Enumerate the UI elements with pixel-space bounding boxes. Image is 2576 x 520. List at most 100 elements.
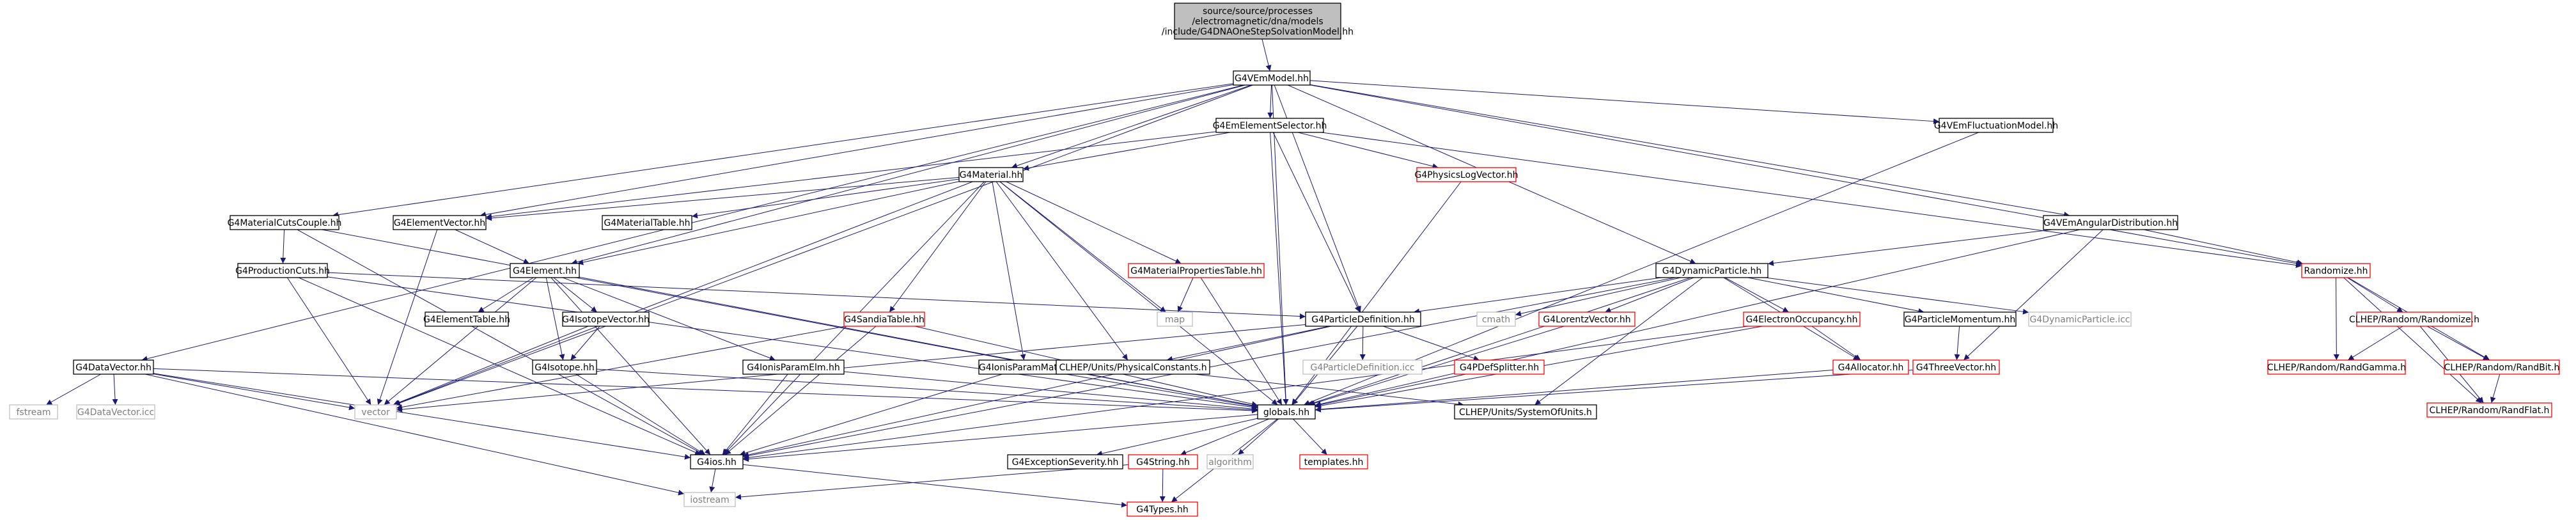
- node-label: G4DataVector.hh: [75, 363, 152, 373]
- edge-material-to-ionisparammat: [992, 181, 1026, 361]
- node-templates[interactable]: templates.hh: [1299, 454, 1368, 469]
- edge-globals-to-templates: [1293, 418, 1327, 455]
- node-datavector[interactable]: G4DataVector.hh: [73, 359, 154, 375]
- node-g4string[interactable]: G4String.hh: [1128, 454, 1198, 469]
- node-box: [1299, 454, 1368, 469]
- node-vemmodel[interactable]: G4VEmModel.hh: [1233, 70, 1311, 86]
- node-allocator[interactable]: G4Allocator.hh: [1832, 359, 1909, 375]
- node-box: [1302, 359, 1423, 375]
- node-physconst[interactable]: CLHEP/Units/PhysicalConstants.h: [1056, 359, 1210, 375]
- node-ionisparammat[interactable]: G4IonisParamMat.hh: [978, 359, 1072, 375]
- node-label: G4LorentzVector.hh: [1543, 315, 1630, 325]
- edge-pdefsplitter-to-globals: [1315, 374, 1466, 408]
- node-box: [1257, 404, 1316, 420]
- node-label: source/source/processes: [1203, 6, 1313, 17]
- edge-dynpart-to-electronocc: [1724, 277, 1789, 313]
- edge-vemangular-to-randomize: [2143, 229, 2303, 265]
- node-electronocc[interactable]: G4ElectronOccupancy.hh: [1743, 311, 1861, 327]
- edge-material-to-vector: [393, 181, 973, 406]
- edge-matcutscouple-to-g4ios: [297, 229, 705, 455]
- node-box: [2028, 311, 2132, 327]
- node-label: G4SandiaTable.hh: [844, 315, 925, 325]
- node-label: fstream: [17, 407, 51, 418]
- node-element[interactable]: G4Element.hh: [510, 263, 580, 278]
- node-box: [958, 167, 1024, 182]
- edge-physconst-to-sysofunits: [1194, 374, 1464, 407]
- node-label: G4DynamicParticle.icc: [2030, 315, 2130, 325]
- node-g4types[interactable]: G4Types.hh: [1127, 501, 1198, 517]
- node-randflat[interactable]: CLHEP/Random/RandFlat.h: [2426, 402, 2552, 418]
- edge-clhep_randomize-to-randgamma: [2348, 326, 2403, 361]
- edge-dynpart-to-sysofunits: [1534, 277, 1703, 406]
- node-partdef[interactable]: G4ParticleDefinition.hh: [1305, 311, 1421, 327]
- node-box: [1305, 311, 1421, 327]
- node-globals[interactable]: globals.hh: [1257, 404, 1316, 420]
- edge-clhep_randomize-to-randbit: [2426, 326, 2490, 361]
- node-label: vector: [361, 407, 390, 418]
- node-box: [9, 404, 58, 420]
- node-vemfluct[interactable]: G4VEmFluctuationModel.hh: [1934, 118, 2058, 133]
- edge-partdef-to-partdef_icc: [1359, 326, 1366, 361]
- edge-element-to-globals: [579, 276, 1258, 409]
- node-materialtable[interactable]: G4MaterialTable.hh: [602, 215, 692, 230]
- node-box: [1127, 501, 1198, 517]
- node-prodcuts[interactable]: G4ProductionCuts.hh: [235, 263, 330, 278]
- edge-matcutscouple-to-prodcuts: [280, 229, 286, 264]
- edge-datavector-to-vector: [153, 374, 355, 411]
- edge-element-to-isotope: [545, 277, 565, 361]
- node-randgamma[interactable]: CLHEP/Random/RandGamma.h: [2267, 359, 2406, 375]
- edge-isotope-to-g4ios: [575, 374, 706, 455]
- node-matproptable[interactable]: G4MaterialPropertiesTable.hh: [1128, 263, 1265, 278]
- node-box: [1832, 359, 1909, 375]
- node-emelemsel[interactable]: G4EmElementSelector.hh: [1213, 118, 1327, 133]
- node-box: [1174, 3, 1341, 40]
- node-randomize[interactable]: Randomize.hh: [2301, 263, 2371, 278]
- edge-vemfluct-to-globals: [1304, 132, 1979, 406]
- node-map: map: [1157, 311, 1193, 327]
- node-exceptionsev[interactable]: G4ExceptionSeverity.hh: [1007, 454, 1123, 469]
- node-partmomentum[interactable]: G4ParticleMomentum.hh: [1903, 311, 2017, 327]
- node-lorentz[interactable]: G4LorentzVector.hh: [1538, 311, 1635, 327]
- node-box: [1128, 263, 1265, 278]
- edge-vemmodel-to-emelemsel: [1267, 84, 1274, 119]
- node-label: G4EmElementSelector.hh: [1213, 121, 1327, 131]
- edge-element-to-ionisparamelm: [563, 277, 776, 361]
- node-box: [425, 311, 509, 327]
- node-sandiatable[interactable]: G4SandiaTable.hh: [843, 311, 925, 327]
- edge-vemmodel-to-globals: [1271, 84, 1289, 406]
- node-label: /electromagnetic/dna/models: [1192, 17, 1323, 27]
- node-elementvector[interactable]: G4ElementVector.hh: [393, 215, 487, 230]
- node-threevector[interactable]: G4ThreeVector.hh: [1912, 359, 2000, 375]
- node-sysofunits[interactable]: CLHEP/Units/SystemOfUnits.h: [1454, 404, 1597, 420]
- edge-ionisparammat-to-globals: [1066, 374, 1258, 409]
- node-box: [1007, 454, 1123, 469]
- edge-focus-to-vemmodel: [1261, 38, 1272, 72]
- node-label: G4MaterialCutsCouple.hh: [228, 218, 342, 228]
- node-label: CLHEP/Random/RandGamma.h: [2267, 363, 2406, 373]
- node-elementtable[interactable]: G4ElementTable.hh: [423, 311, 510, 327]
- node-dynpart[interactable]: G4DynamicParticle.hh: [1655, 263, 1768, 278]
- node-label: G4Allocator.hh: [1838, 363, 1904, 373]
- node-material[interactable]: G4Material.hh: [958, 167, 1024, 182]
- node-pdefsplitter[interactable]: G4PDefSplitter.hh: [1454, 359, 1545, 375]
- edge-emelemsel-to-randomize: [1321, 132, 2302, 268]
- node-label: cmath: [1482, 315, 1510, 325]
- edge-vemmodel-to-material: [1011, 84, 1252, 169]
- node-physlogvec[interactable]: G4PhysicsLogVector.hh: [1414, 167, 1518, 182]
- node-vemangular[interactable]: G4VEmAngularDistribution.hh: [2043, 215, 2178, 230]
- node-box: [1655, 263, 1768, 278]
- node-matcutscouple[interactable]: G4MaterialCutsCouple.hh: [228, 215, 342, 230]
- node-clhep-randomize[interactable]: CLHEP/Random/Randomize.h: [2349, 311, 2479, 327]
- node-randbit[interactable]: CLHEP/Random/RandBit.h: [2444, 359, 2560, 375]
- node-label: G4PhysicsLogVector.hh: [1414, 170, 1518, 180]
- node-label: G4ExceptionSeverity.hh: [1012, 457, 1119, 468]
- node-isotope[interactable]: G4Isotope.hh: [532, 359, 597, 375]
- edge-datavector-to-fstream: [45, 374, 102, 406]
- node-g4ios[interactable]: G4ios.hh: [690, 454, 744, 469]
- edge-g4string-to-iostream: [735, 464, 1129, 500]
- node-isotopevector[interactable]: G4IsotopeVector.hh: [562, 311, 650, 327]
- node-focus[interactable]: source/source/processes/electromagnetic/…: [1162, 3, 1354, 40]
- edge-vemangular-to-threevector: [1963, 229, 2104, 361]
- node-ionisparamelm[interactable]: G4IonisParamElm.hh: [742, 359, 845, 375]
- node-label: G4ElementTable.hh: [423, 315, 510, 325]
